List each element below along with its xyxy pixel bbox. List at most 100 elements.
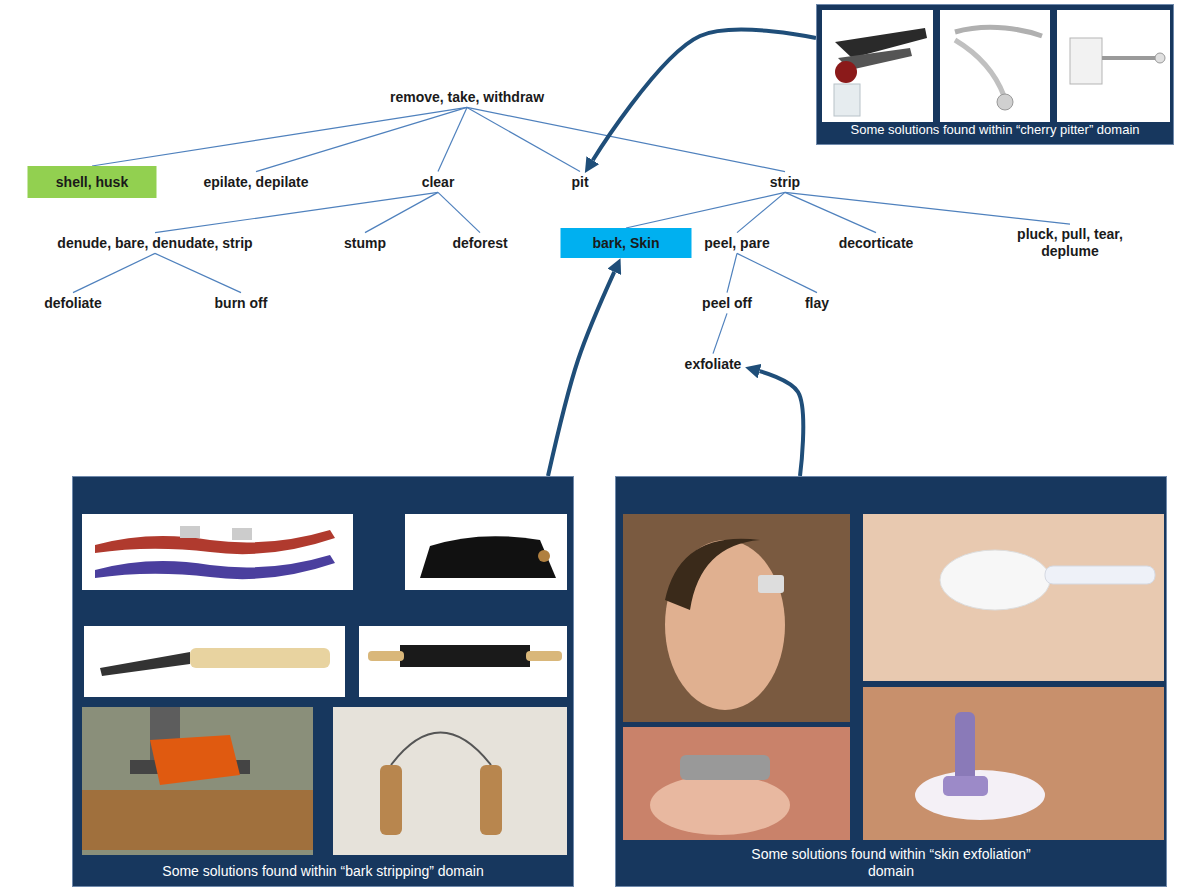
brush-handle [955,712,975,782]
wire-handle [480,765,502,835]
term-text: peel, pare [704,235,769,252]
tree-branch [73,253,155,292]
photo-frame [359,626,567,697]
term-text: shell, husk [56,174,128,191]
tree-branch [785,192,1070,224]
term-text: bark, Skin [593,235,660,252]
tree-branch [737,253,817,292]
photo-frame [405,514,567,590]
term-label: stump [339,233,391,254]
spokeshave-screw [232,528,252,540]
curved-arrow [593,30,816,161]
face [650,775,790,835]
photo-frame [82,514,353,590]
brush-handle [1045,566,1155,584]
drawknife-handle [526,651,562,661]
block-plane [420,536,556,578]
tree-branch [155,253,241,292]
term-text: denude, bare, denudate, strip [57,235,252,252]
highlight-box: bark, Skin [561,228,692,258]
pitter-tong [955,40,1004,96]
wire-handle [380,765,402,835]
panel-ground [615,476,1167,887]
drawknife-blade [400,645,530,667]
panel-ground [816,4,1174,145]
term-text: remove, take, withdraw [390,89,544,106]
panel-ground [72,476,574,887]
tree-branch [785,192,876,232]
panel-caption: Some solutions found within “cherry pitt… [850,122,1139,138]
term-text: decorticate [839,235,914,252]
pitter-clamp [1070,38,1102,84]
tree-branch [737,192,785,232]
term-label: denude, bare, denudate, strip [52,233,257,254]
term-text: epilate, depilate [203,174,308,191]
photo-ground [333,707,567,855]
term-label: strip [765,172,805,193]
tree-branch [438,107,467,171]
tree-branch [155,192,438,232]
term-label: defoliate [39,293,107,314]
term-text: stump [344,235,386,252]
term-text: pit [571,174,588,191]
foam [915,770,1045,820]
photo-ground [623,514,850,722]
tree-branch [626,192,785,228]
term-text: defoliate [44,295,102,312]
pitter-knob [835,61,857,83]
device [680,755,770,780]
term-label: remove, take, withdraw [385,87,549,108]
term-text: clear [422,174,455,191]
term-label: deforest [447,233,512,254]
chainsaw [150,735,240,785]
brush-head [940,550,1050,610]
term-label: peel, pare [699,233,774,254]
solution-panel: Some solutions found within “bark stripp… [72,476,574,887]
photo-ground [863,514,1164,681]
curved-arrow [548,272,614,476]
solution-panel: Some solutions found within “skin exfoli… [615,476,1167,887]
curved-arrow [760,371,804,476]
term-text: strip [770,174,800,191]
pitter-tong [955,27,1042,36]
photo-frame [84,626,345,697]
panel-caption: Some solutions found within “skin exfoli… [746,846,1036,880]
term-label: pit [566,172,593,193]
chisel-blade [100,652,190,676]
pitter-knob [1155,53,1165,63]
block-plane-knob [538,550,550,562]
highlight-box: shell, husk [28,166,157,198]
pitter-cup [834,84,860,116]
spokeshave [95,530,335,554]
spokeshave-screw [180,526,200,538]
drawknife-handle [368,651,404,661]
tree-branch [438,192,480,232]
tree-branch [256,107,467,171]
term-label: burn off [210,293,273,314]
term-label: flay [800,293,834,314]
term-text: pluck, pull, tear, deplume [1000,226,1140,260]
photo-ground [863,687,1164,840]
term-text: deforest [452,235,507,252]
photo-ground [82,707,313,855]
term-label: peel off [697,293,757,314]
tree-branch [727,253,737,292]
panel-caption: Some solutions found within “bark stripp… [162,863,483,880]
solution-panel: Some solutions found within “cherry pitt… [816,4,1174,145]
brush-head [943,776,988,796]
term-text: peel off [702,295,752,312]
term-label: exfoliate [680,354,747,375]
photo-frame [940,10,1050,122]
term-text: burn off [215,295,268,312]
term-label: epilate, depilate [198,172,313,193]
wire [391,733,491,766]
photo-frame [1057,10,1170,122]
pitter-cup [997,94,1013,110]
tree-branch [365,192,438,232]
spokeshave [95,555,335,579]
term-label: pluck, pull, tear, deplume [995,224,1145,262]
tree-branch [467,107,580,171]
log [82,790,313,850]
term-label: decorticate [834,233,919,254]
photo-frame [822,10,933,122]
